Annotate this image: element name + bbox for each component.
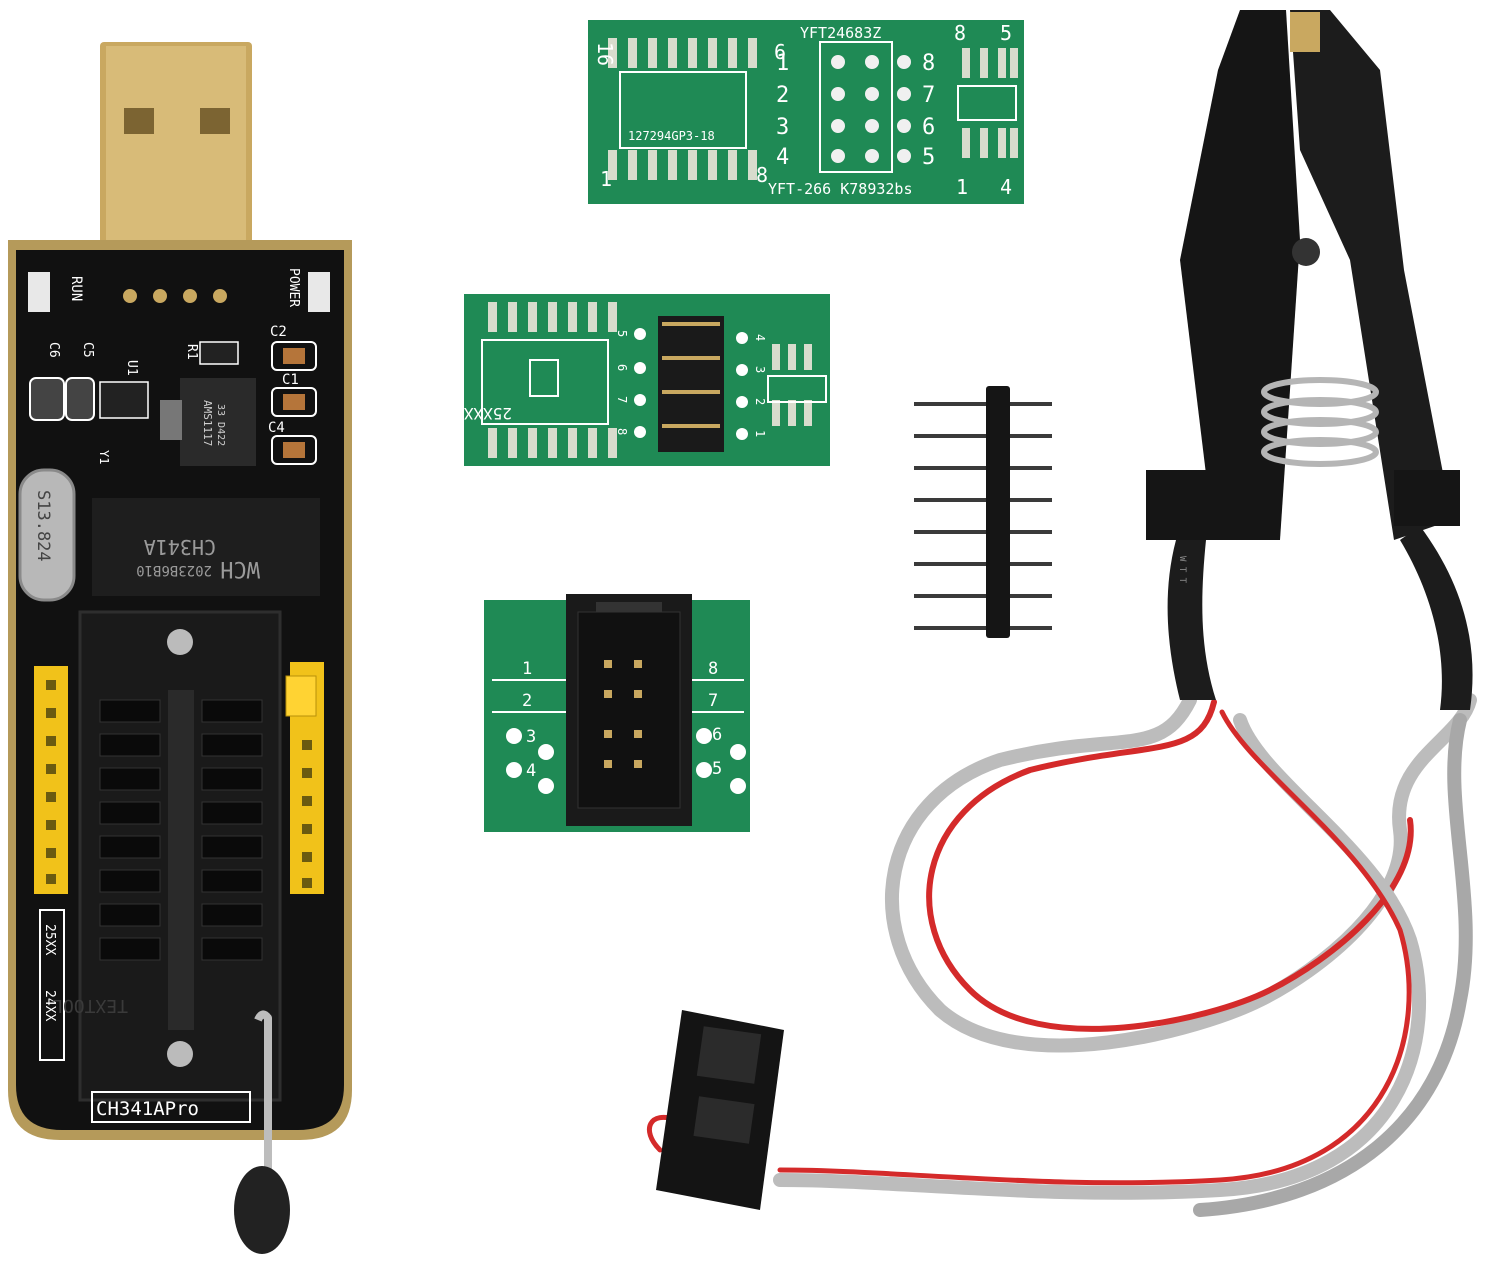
top-label-8: 8	[756, 163, 768, 187]
top-pin-right-6: 6	[922, 115, 935, 140]
ribbon-cable	[646, 693, 1477, 1217]
bottom-pin-1: 1	[522, 659, 532, 679]
top-pin-left-1: 1	[776, 51, 789, 76]
zif-socket	[78, 610, 282, 1102]
top-code-bottom: YFT-266 K78932bs	[768, 180, 913, 198]
power-led	[308, 272, 330, 312]
top-corner-5: 5	[1000, 21, 1012, 45]
adapter-board-middle	[464, 294, 830, 466]
label-c6: C6	[46, 342, 61, 358]
top-pin-right-5: 5	[922, 145, 935, 170]
top-pin-left-2: 2	[776, 83, 789, 108]
middle-pin-1: 1	[753, 430, 767, 437]
middle-pin-header	[658, 316, 724, 452]
bottom-pin-2: 2	[522, 691, 532, 711]
label-y1: Y1	[97, 450, 111, 464]
middle-pin-8: 8	[615, 428, 629, 435]
top-corner-1: 1	[956, 175, 968, 199]
label-25xx: 25XX	[42, 924, 57, 955]
middle-pin-5: 5	[615, 330, 629, 337]
ch341a-programmer	[8, 42, 352, 1254]
top-label-1: 1	[600, 167, 612, 191]
bottom-pin-5: 5	[712, 759, 722, 779]
middle-chip-label: 25XXX	[463, 404, 512, 423]
chip-logo: WCH	[220, 556, 260, 581]
top-pin-left-4: 4	[776, 145, 789, 170]
label-r1: R1	[184, 344, 199, 360]
clip-marking: W T T	[1177, 556, 1187, 584]
zif-text: TEXTOOL	[52, 995, 128, 1016]
bottom-pin-3: 3	[526, 727, 536, 747]
top-corner-8: 8	[954, 21, 966, 45]
label-run: RUN	[68, 276, 84, 301]
yellow-pin-header-right	[285, 662, 324, 894]
label-c4: C4	[268, 420, 285, 436]
top-label-16: 16	[593, 42, 617, 66]
label-c2: C2	[270, 324, 287, 340]
top-code-top: YFT24683Z	[800, 24, 881, 42]
middle-pin-2: 2	[753, 398, 767, 405]
bottom-pin-4: 4	[526, 761, 536, 781]
label-power: POWER	[286, 268, 301, 307]
chip-subtext: 2023B6B10	[136, 562, 212, 578]
bottom-pin-8: 8	[708, 659, 718, 679]
middle-pin-7: 7	[615, 396, 629, 403]
top-label-9: 9	[774, 39, 786, 63]
dupont-connector	[656, 1010, 784, 1210]
run-led	[28, 272, 50, 312]
regulator-subtext: 33 D422	[215, 404, 226, 446]
regulator-text: AMS1117	[201, 400, 214, 446]
top-pin-right-8: 8	[922, 51, 935, 76]
soic-test-clip	[1146, 10, 1473, 710]
ch341a-chip	[92, 498, 320, 596]
idc-connector	[566, 594, 692, 826]
middle-pin-6: 6	[615, 364, 629, 371]
top-corner-4: 4	[1000, 175, 1012, 199]
top-pin-right-7: 7	[922, 83, 935, 108]
label-c1: C1	[282, 372, 299, 388]
top-chip-code: 127294GP3-18	[628, 129, 715, 143]
pin-header-strip	[914, 386, 1052, 638]
top-pin-left-3: 3	[776, 115, 789, 140]
middle-pin-4: 4	[753, 334, 767, 341]
label-c5: C5	[80, 342, 95, 358]
clip-spring	[1261, 377, 1379, 467]
label-u1: U1	[124, 360, 139, 376]
crystal-oscillator	[18, 468, 76, 602]
label-24xx: 24XX	[42, 990, 57, 1021]
yellow-pin-header-left	[34, 666, 68, 894]
adapter-board-top	[588, 20, 1024, 204]
adapter-board-bottom	[484, 594, 750, 832]
chip-text: CH341A	[144, 535, 216, 559]
zif-lever	[234, 1010, 290, 1254]
bottom-pin-6: 6	[712, 725, 722, 745]
model-label: CH341APro	[96, 1098, 199, 1120]
middle-pin-3: 3	[753, 366, 767, 373]
bottom-pin-7: 7	[708, 691, 718, 711]
crystal-text: S13.824	[33, 490, 53, 562]
voltage-regulator	[180, 378, 256, 466]
